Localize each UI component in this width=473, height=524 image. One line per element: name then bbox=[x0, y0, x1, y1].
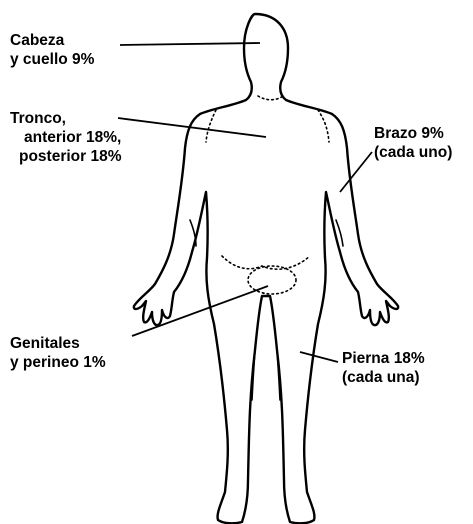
left-elbow bbox=[190, 220, 196, 246]
trunk-label-line1: Tronco, bbox=[10, 109, 122, 128]
left-arm-boundary bbox=[206, 110, 216, 142]
leg-label-line1: Pierna 18% bbox=[342, 349, 425, 368]
arm-leader bbox=[340, 152, 372, 192]
head-neck-label-line1: Cabeza bbox=[10, 31, 94, 50]
neck-boundary bbox=[258, 96, 283, 100]
trunk-label-line3: posterior 18% bbox=[10, 147, 122, 166]
genitals-label: Genitales y perineo 1% bbox=[10, 334, 106, 372]
arm-label: Brazo 9% (cada uno) bbox=[374, 124, 452, 162]
arm-label-line1: Brazo 9% bbox=[374, 124, 452, 143]
body-outline bbox=[134, 14, 398, 523]
head-neck-label-line2: y cuello 9% bbox=[10, 50, 94, 69]
leg-label: Pierna 18% (cada una) bbox=[342, 349, 425, 387]
genitals-label-line1: Genitales bbox=[10, 334, 106, 353]
head-neck-label: Cabeza y cuello 9% bbox=[10, 31, 94, 69]
arm-label-line2: (cada uno) bbox=[374, 143, 452, 162]
right-arm-boundary bbox=[318, 110, 329, 142]
head-leader bbox=[120, 43, 260, 45]
trunk-label: Tronco, anterior 18%, posterior 18% bbox=[10, 109, 122, 166]
genitals-label-line2: y perineo 1% bbox=[10, 353, 106, 372]
trunk-label-line2: anterior 18%, bbox=[10, 128, 122, 147]
hip-boundary bbox=[222, 256, 310, 269]
leg-label-line2: (cada una) bbox=[342, 368, 425, 387]
leg-leader bbox=[300, 352, 338, 362]
